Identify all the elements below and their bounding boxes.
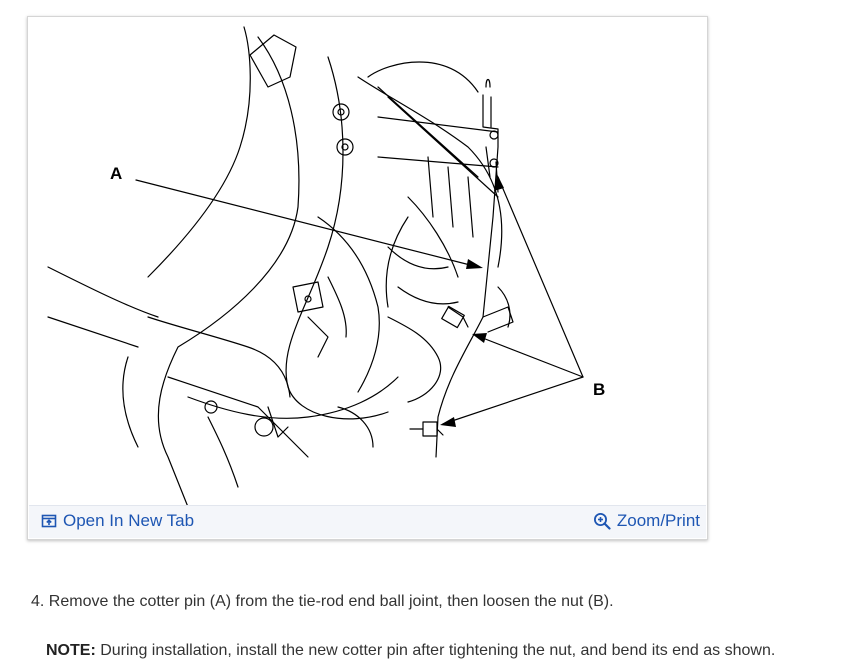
note-label: NOTE:	[46, 642, 96, 659]
hose-line	[367, 61, 479, 93]
leader-a	[135, 179, 479, 268]
figure-toolbar: Open In New Tab Zoom/Print	[29, 505, 706, 538]
knuckle-outline-inner	[285, 56, 389, 420]
arrow-b-2	[472, 333, 487, 343]
leader-b-1	[497, 176, 584, 378]
zoom-print-link[interactable]: Zoom/Print	[593, 511, 700, 531]
installation-note: NOTE: During installation, install the n…	[46, 642, 775, 660]
arrow-b-1	[494, 174, 504, 191]
note-text: During installation, install the new cot…	[95, 642, 776, 659]
arrow-b-3	[440, 417, 456, 427]
zoom-in-icon	[593, 512, 611, 530]
leader-b-2	[474, 334, 584, 378]
callout-b-label: B	[593, 380, 605, 399]
arrow-a	[466, 259, 483, 269]
step-4-text: 4. Remove the cotter pin (A) from the ti…	[31, 593, 614, 610]
open-in-new-tab-label: Open In New Tab	[63, 511, 195, 530]
tie-rod-diagram: A B	[47, 26, 605, 507]
leader-b-3	[442, 376, 584, 425]
open-in-new-tab-link[interactable]: Open In New Tab	[41, 511, 194, 531]
callout-a-label: A	[110, 164, 122, 183]
zoom-print-label: Zoom/Print	[616, 511, 700, 530]
knuckle-outline-outer	[157, 36, 300, 507]
open-new-tab-icon	[41, 513, 57, 529]
figure-card: A B Open In New Tab Z	[27, 16, 708, 540]
